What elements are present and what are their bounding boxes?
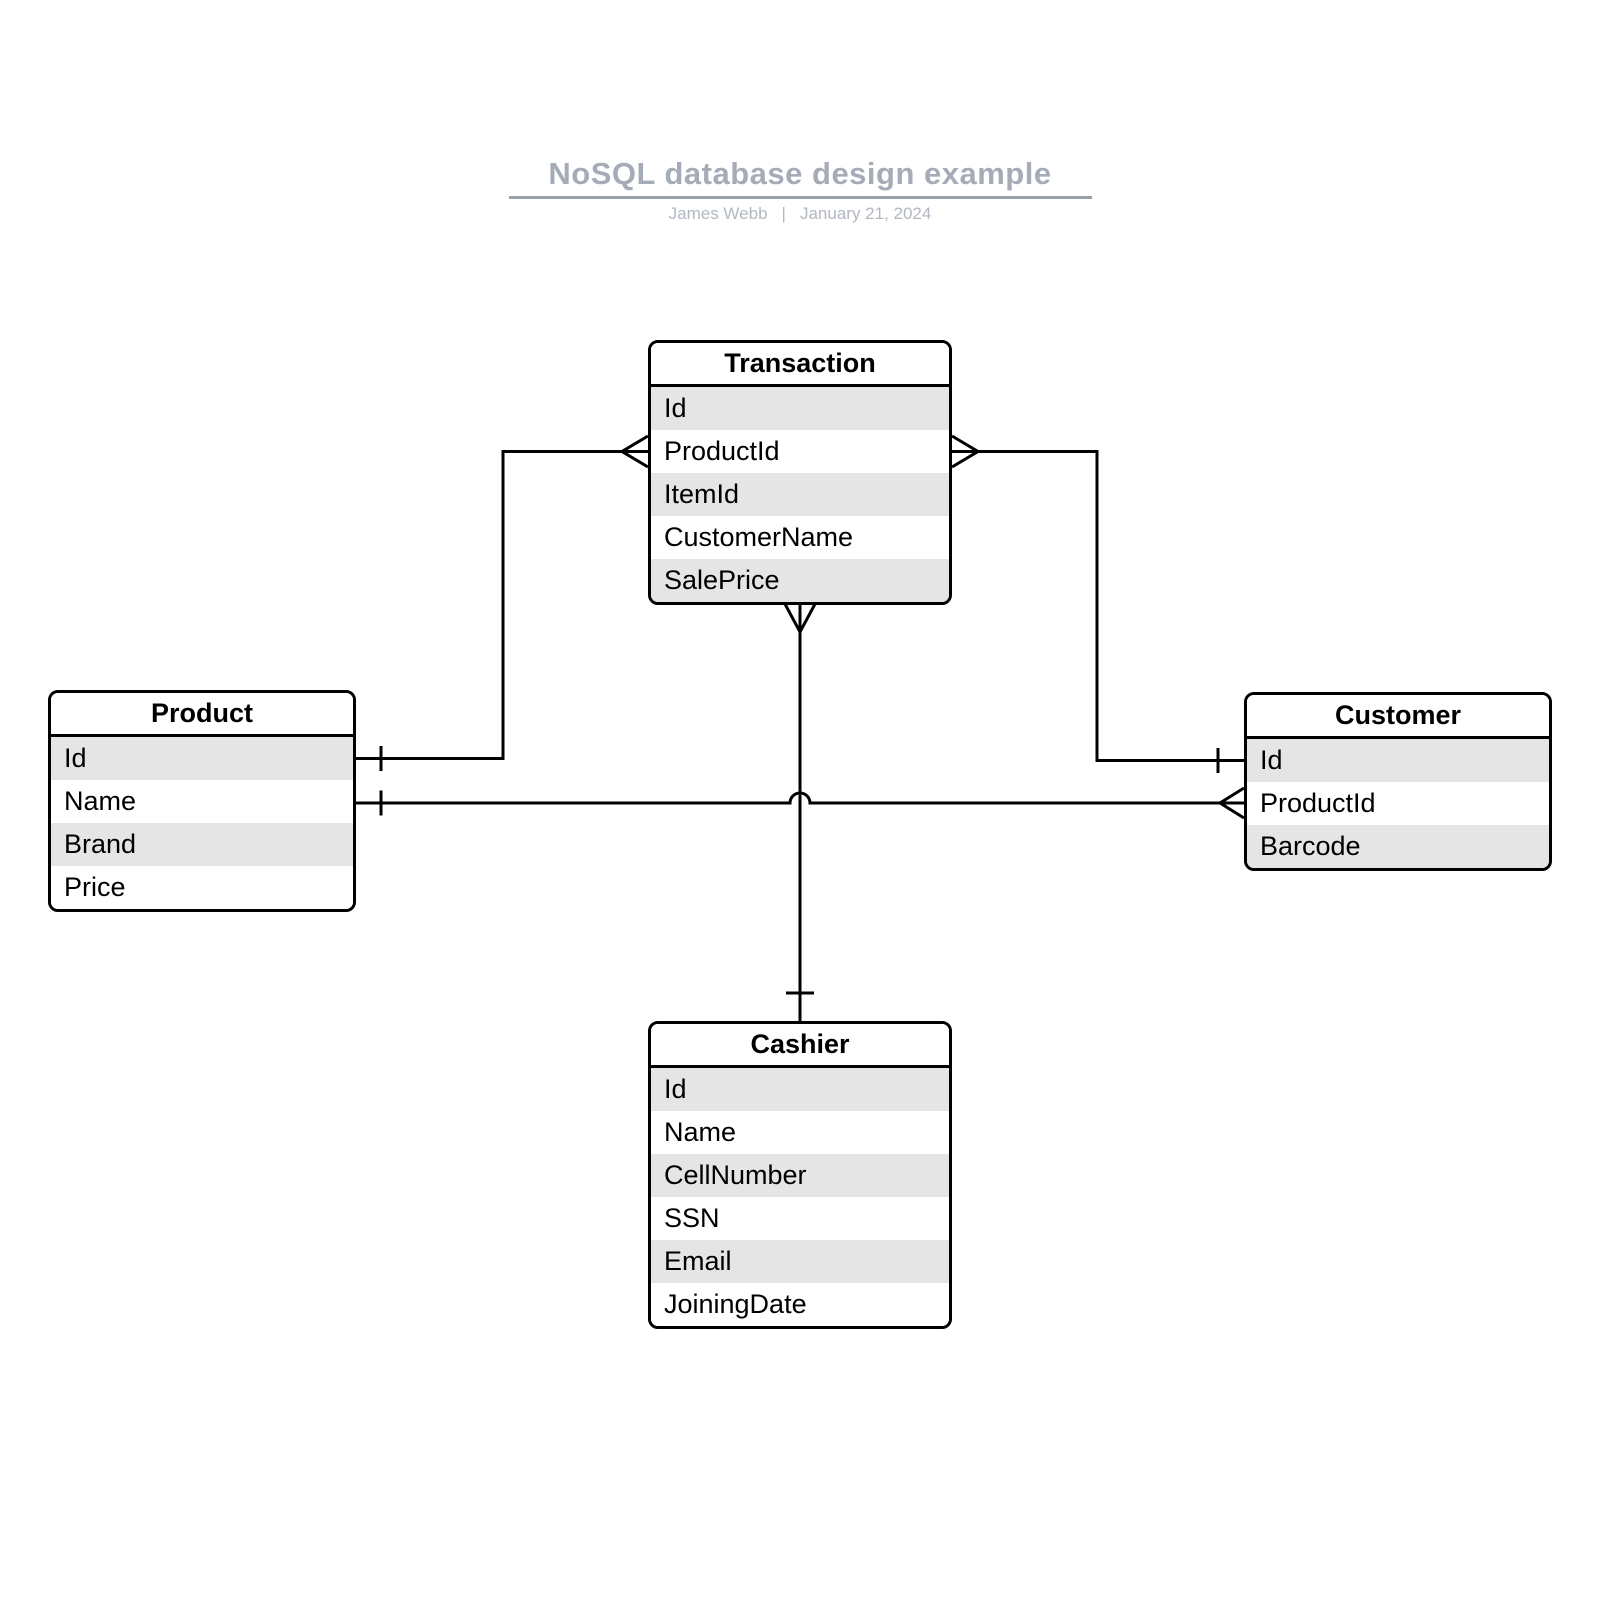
entity-product[interactable]: Product Id Name Brand Price bbox=[48, 690, 356, 912]
entity-product-field: Price bbox=[51, 866, 353, 909]
entity-cashier-field: CellNumber bbox=[651, 1154, 949, 1197]
connector-product-transaction[interactable] bbox=[356, 434, 649, 771]
entity-cashier-field: Email bbox=[651, 1240, 949, 1283]
connector-transaction-cashier[interactable] bbox=[783, 603, 817, 1021]
crows-foot-many-icon bbox=[951, 434, 981, 469]
entity-product-field: Id bbox=[51, 737, 353, 780]
crows-foot-many-icon bbox=[783, 603, 817, 636]
title-underline bbox=[509, 196, 1092, 199]
entity-product-field: Name bbox=[51, 780, 353, 823]
entity-cashier-field: JoiningDate bbox=[651, 1283, 949, 1326]
entity-transaction-field: Id bbox=[651, 387, 949, 430]
entity-product-field: Brand bbox=[51, 823, 353, 866]
entity-cashier-field: Id bbox=[651, 1068, 949, 1111]
entity-cashier-title: Cashier bbox=[651, 1024, 949, 1068]
connector-line[interactable] bbox=[952, 450, 1244, 762]
entity-transaction-title: Transaction bbox=[651, 343, 949, 387]
diagram-byline: James Webb | January 21, 2024 bbox=[0, 204, 1600, 224]
connector-transaction-customer[interactable] bbox=[951, 434, 1244, 773]
entity-transaction-field: ProductId bbox=[651, 430, 949, 473]
byline-date: January 21, 2024 bbox=[799, 204, 932, 223]
entity-transaction[interactable]: Transaction Id ProductId ItemId Customer… bbox=[648, 340, 952, 605]
connector-line[interactable] bbox=[356, 450, 648, 760]
entity-customer-title: Customer bbox=[1247, 695, 1549, 739]
entity-transaction-field: ItemId bbox=[651, 473, 949, 516]
entity-customer-field: Id bbox=[1247, 739, 1549, 782]
entity-customer[interactable]: Customer Id ProductId Barcode bbox=[1244, 692, 1552, 871]
entity-product-title: Product bbox=[51, 693, 353, 737]
entity-cashier-field: Name bbox=[651, 1111, 949, 1154]
crows-foot-many-icon bbox=[619, 434, 649, 469]
entity-customer-field: ProductId bbox=[1247, 782, 1549, 825]
entity-cashier[interactable]: Cashier Id Name CellNumber SSN Email Joi… bbox=[648, 1021, 952, 1329]
diagram-title: NoSQL database design example bbox=[548, 156, 1052, 191]
byline-separator: | bbox=[781, 204, 786, 223]
entity-customer-field: Barcode bbox=[1247, 825, 1549, 868]
entity-cashier-field: SSN bbox=[651, 1197, 949, 1240]
entity-transaction-field: CustomerName bbox=[651, 516, 949, 559]
entity-transaction-field: SalePrice bbox=[651, 559, 949, 602]
crows-foot-many-icon bbox=[1217, 786, 1245, 820]
byline-author: James Webb bbox=[668, 204, 768, 223]
